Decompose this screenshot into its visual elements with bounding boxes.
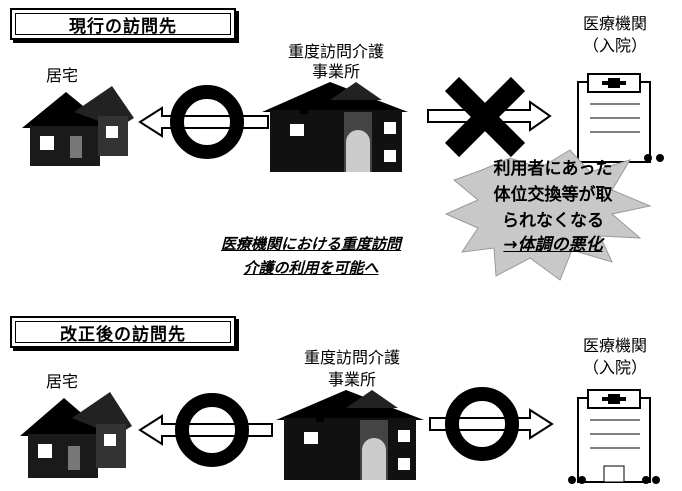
top-office-label-2: 事業所	[311, 62, 360, 81]
top-hospital-icon	[577, 73, 664, 163]
burst-line-1: 利用者にあった	[493, 159, 613, 179]
bottom-office-label-1: 重度訪問介護	[303, 348, 400, 367]
burst-line-2: 体位交換等が取	[493, 185, 613, 205]
caption-line-2: 介護の利用を可能へ	[243, 259, 379, 277]
caption-line-1: 医療機関における重度訪問	[220, 235, 401, 253]
burst-line-3: られなくなる	[502, 211, 604, 231]
bottom-office-house-icon	[276, 390, 424, 480]
top-office-house-icon	[262, 82, 408, 172]
bottom-office-label-2: 事業所	[327, 370, 376, 389]
top-home-icon	[22, 86, 134, 166]
bottom-arrow-left	[138, 414, 273, 446]
top-hospital-label-1: 医療機関	[582, 14, 647, 33]
top-blocked-x-icon	[444, 76, 526, 158]
bottom-allowed-ring-right	[445, 387, 519, 461]
top-warning-burst	[444, 149, 652, 281]
bottom-hospital-label-1: 医療機関	[582, 336, 647, 355]
bottom-allowed-ring-left	[175, 393, 249, 467]
current-section-title-text: 現行の訪問先	[69, 16, 177, 37]
top-hospital-label-2: （入院）	[582, 36, 647, 55]
top-arrow-left	[138, 106, 269, 138]
burst-line-4: →体調の悪化	[503, 235, 603, 255]
current-section-title: 現行の訪問先	[10, 8, 236, 40]
top-allowed-ring	[170, 85, 244, 159]
bottom-home-label: 居宅	[45, 372, 78, 391]
top-home-label: 居宅	[45, 66, 78, 85]
bottom-hospital-label-2: （入院）	[582, 358, 647, 377]
bottom-hospital-icon	[568, 389, 660, 484]
bottom-home-icon	[20, 392, 132, 478]
top-office-label-1: 重度訪問介護	[287, 42, 384, 61]
revised-section-title: 改正後の訪問先	[10, 316, 236, 348]
revised-section-title-text: 改正後の訪問先	[60, 324, 186, 345]
